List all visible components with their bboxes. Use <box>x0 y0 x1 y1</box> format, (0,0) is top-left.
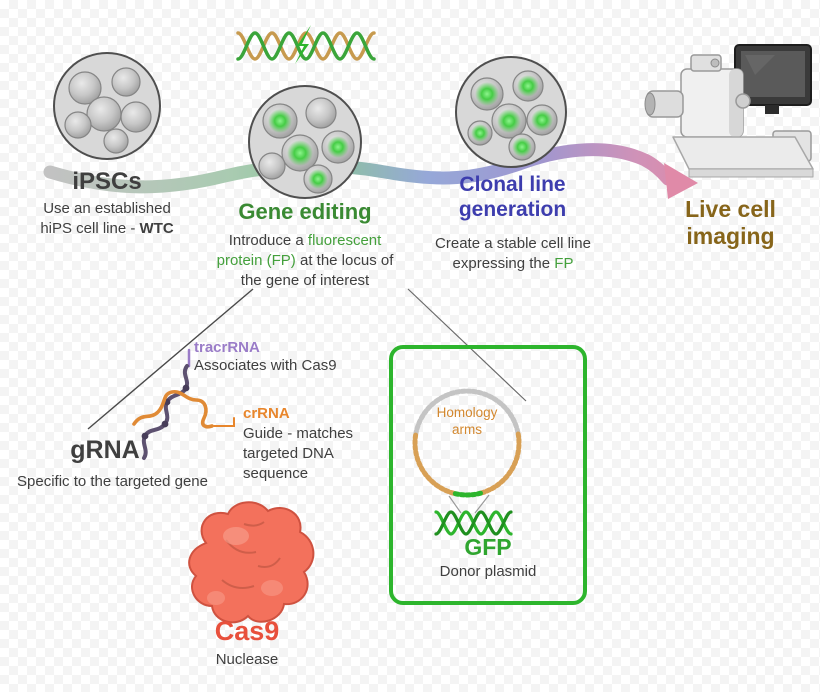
plasmid-image <box>412 388 522 498</box>
ipsc-cells-image <box>53 52 161 160</box>
imaging-title: Live cell imaging <box>685 196 776 249</box>
ipscs-desc-line1: Use an established <box>43 200 171 217</box>
gfp-title: GFP <box>464 534 512 560</box>
crrna-label: crRNA <box>243 405 290 422</box>
dna-helix-icon <box>236 25 376 64</box>
cell-line-name: WTC <box>139 220 174 237</box>
connector-line-left <box>87 288 254 430</box>
crrna-description: Guide - matches targeted DNA sequence <box>243 425 354 482</box>
ipscs-title: iPSCs <box>72 168 142 195</box>
gene-editing-description: Introduce a fluorescent protein (FP) at … <box>216 232 394 289</box>
cas9-protein-image <box>188 501 315 624</box>
clonal-cells-image <box>455 56 567 168</box>
grna-subtitle: Specific to the targeted gene <box>17 473 208 490</box>
cas9-subtitle: Nuclease <box>215 651 279 668</box>
ipscs-description: Use an established hiPS cell line - WTC <box>12 199 202 239</box>
grna-structure-image <box>132 348 235 460</box>
plasmid-callout-line-right <box>474 494 490 514</box>
grna-title: gRNA <box>70 436 140 464</box>
ipscs-desc-line2: hiPS cell line - WTC <box>40 220 174 237</box>
clonal-title: Clonal line generation <box>458 173 567 221</box>
microscope-icon <box>644 44 814 178</box>
clonal-description: Create a stable cell line expressing the… <box>435 235 591 272</box>
plasmid-callout-line-left <box>448 495 462 514</box>
cr-bracket-line <box>213 417 235 427</box>
gfp-helix-icon <box>434 510 513 536</box>
gene-editing-title: Gene editing <box>238 199 372 224</box>
tracrrna-description: Associates with Cas9 <box>194 357 337 374</box>
edited-cells-image <box>248 85 362 199</box>
gfp-insert-segment <box>451 490 483 498</box>
homology-arms-label: Homology arms <box>436 405 498 437</box>
cas9-title: Cas9 <box>214 616 280 646</box>
tracrrna-label: tracrRNA <box>194 339 260 356</box>
gfp-subtitle: Donor plasmid <box>439 563 537 580</box>
workflow-arrow <box>43 143 698 199</box>
arrowhead-icon <box>664 163 698 199</box>
donor-plasmid-box <box>389 345 587 605</box>
cut-site-bolt-icon <box>295 25 311 64</box>
